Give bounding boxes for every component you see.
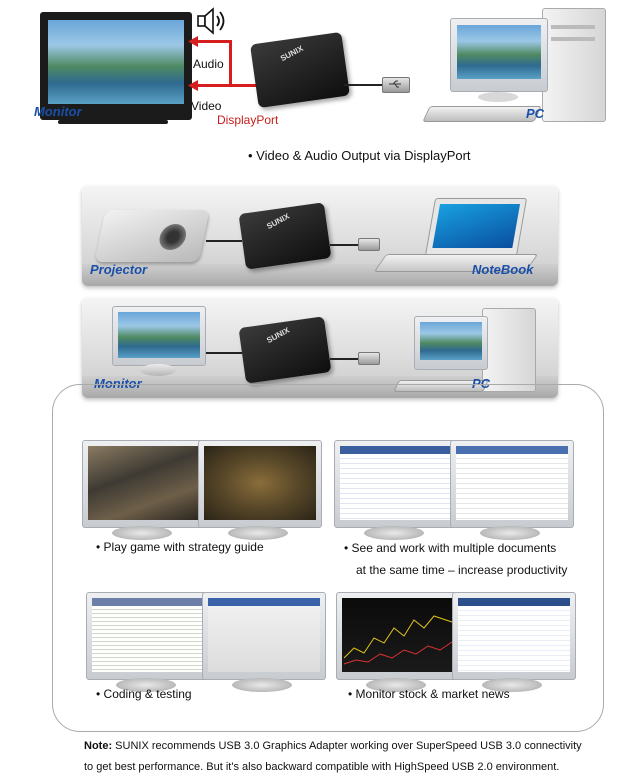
monitor-illustration (112, 306, 206, 366)
monitor-left (86, 592, 210, 680)
projector-cable (206, 240, 242, 242)
monitor-left (336, 592, 460, 680)
adapter-logo: SUNIX (265, 325, 292, 346)
usage-caption-documents-line1: • See and work with multiple documents (344, 541, 557, 555)
pc-tower (542, 8, 606, 122)
monitor-stand (140, 364, 176, 376)
monitor-stand (232, 678, 292, 692)
usb-symbol-icon (389, 80, 401, 88)
arrow-left-icon (188, 36, 198, 47)
monitor-label: Monitor (94, 376, 142, 391)
usb-plug (358, 238, 380, 251)
pc-label: PC (472, 376, 491, 391)
usb-graphics-adapter: SUNIX (249, 31, 351, 109)
monitor-label: Monitor (34, 104, 82, 119)
displayport-label: DisplayPort (217, 113, 279, 127)
pc-label: PC (526, 106, 545, 121)
monitor-right (202, 592, 326, 680)
monitor-stand (480, 526, 540, 540)
monitor-stand (364, 526, 424, 540)
arrow-vertical-line (229, 40, 232, 85)
pc-monitor (414, 316, 488, 370)
pc-tower (482, 308, 536, 392)
arrow-left-icon (188, 80, 198, 91)
monitor-cable (206, 352, 242, 354)
usb-cable (330, 358, 360, 360)
usb-cable (344, 84, 384, 86)
pc-monitor-stand (478, 92, 518, 102)
note-text: Note: SUNIX recommends USB 3.0 Graphics … (84, 736, 604, 778)
monitor-right (452, 592, 576, 680)
monitor-base (58, 120, 168, 124)
monitor-right (198, 440, 322, 528)
note-line1: SUNIX recommends USB 3.0 Graphics Adapte… (112, 740, 582, 752)
adapter-logo: SUNIX (265, 211, 292, 232)
monitor-left (334, 440, 458, 528)
usage-caption-coding: • Coding & testing (96, 687, 192, 701)
monitor-stand (228, 526, 288, 540)
usb-cable (330, 244, 360, 246)
stock-chart-graphic (343, 615, 453, 665)
projector (94, 210, 210, 262)
usb-graphics-adapter: SUNIX (238, 316, 332, 384)
usb-plug (358, 352, 380, 365)
dual-monitor-games (82, 440, 322, 540)
dual-monitor-documents (334, 440, 574, 540)
notebook-label: NoteBook (472, 262, 534, 277)
speaker-icon (197, 7, 225, 35)
video-audio-caption: • Video & Audio Output via DisplayPort (248, 148, 471, 163)
dual-monitor-coding (86, 592, 326, 692)
usage-caption-documents-line2: at the same time – increase productivity (356, 563, 568, 577)
note-line2: to get best performance. But it's also b… (84, 761, 560, 773)
note-prefix: Note: (84, 740, 113, 752)
keyboard (422, 106, 542, 122)
usb-graphics-adapter: SUNIX (238, 202, 332, 270)
pc-monitor (450, 18, 548, 92)
monitor-stand (482, 678, 542, 692)
projector-label: Projector (90, 262, 148, 277)
adapter-logo: SUNIX (278, 43, 305, 64)
video-arrow-line (196, 84, 256, 87)
audio-label: Audio (193, 57, 224, 71)
monitor-stand (116, 678, 176, 692)
usage-caption-game: • Play game with strategy guide (96, 540, 264, 554)
monitor-stand (112, 526, 172, 540)
monitor-stand (366, 678, 426, 692)
audio-arrow-line (196, 40, 230, 43)
monitor-left (82, 440, 206, 528)
video-label: Video (191, 99, 222, 113)
usage-scenarios-box (52, 384, 604, 732)
notebook-screen (424, 198, 528, 256)
monitor-illustration (40, 12, 192, 120)
monitor-right (450, 440, 574, 528)
usage-caption-stock: • Monitor stock & market news (348, 687, 510, 701)
dual-monitor-stock (336, 592, 576, 692)
